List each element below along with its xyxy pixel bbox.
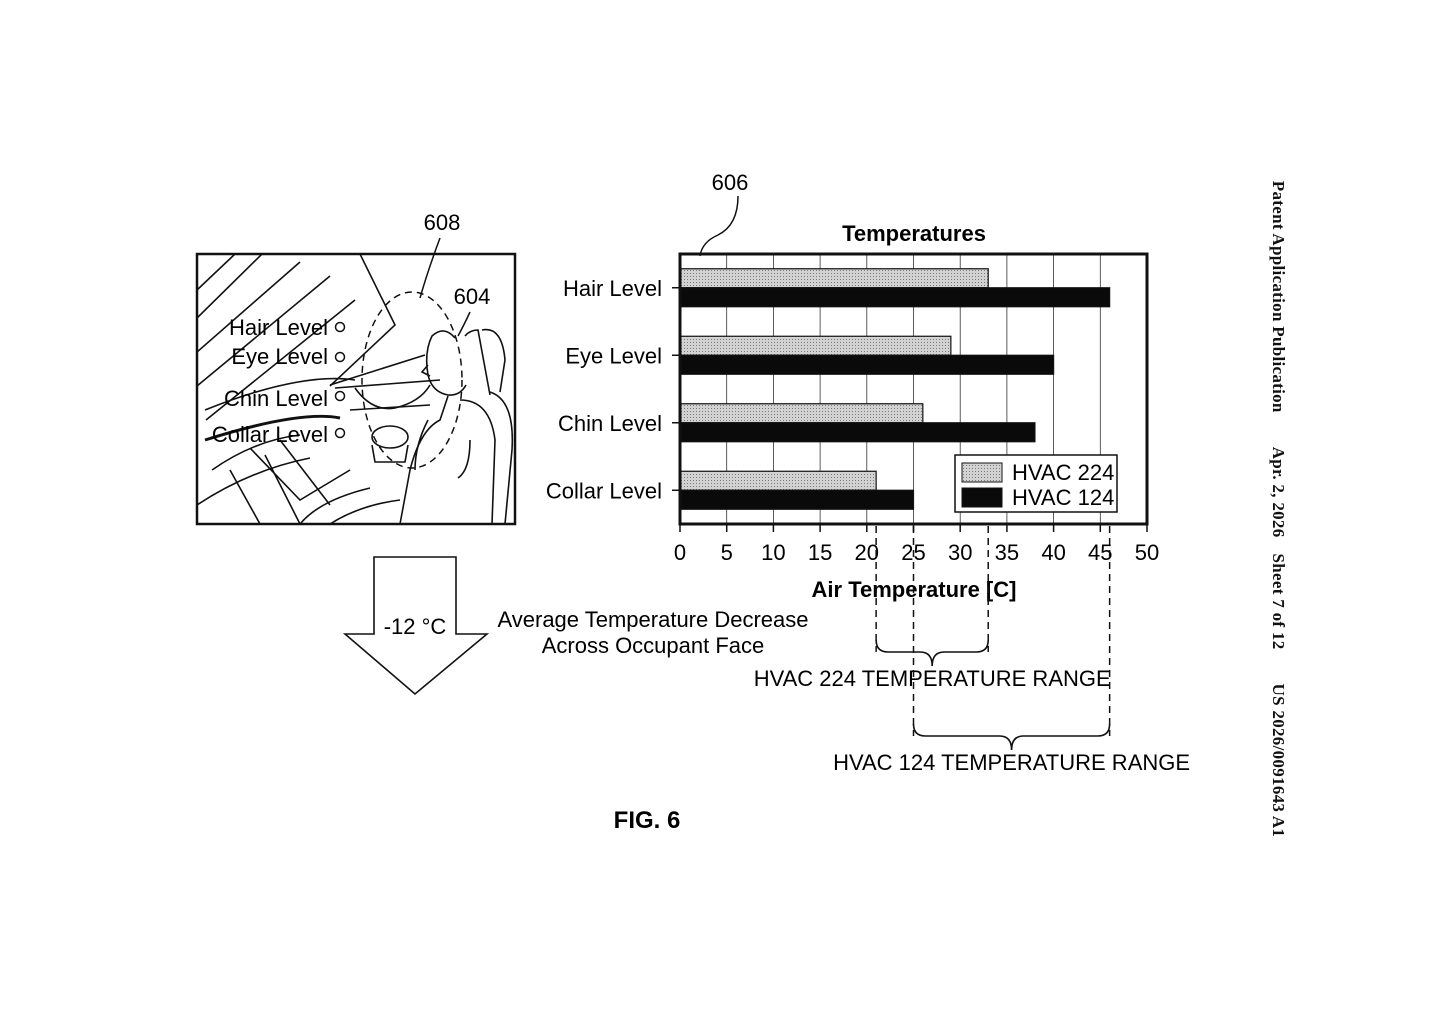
bar-hvac-124-0 <box>679 287 1111 308</box>
tick-label-15: 15 <box>808 540 832 565</box>
temperature-decrease-arrow: -12 °C Average Temperature Decrease Acro… <box>342 556 809 696</box>
legend-swatch-hvac-224 <box>961 462 1003 483</box>
legend-label-hvac-224: HVAC 224 <box>1012 460 1114 485</box>
ref-604-leader <box>457 311 471 337</box>
decrease-caption-line2: Across Occupant Face <box>542 633 765 658</box>
illus-eye-level: Eye Level <box>231 344 328 369</box>
face-region-outline <box>361 291 463 469</box>
illustration-frame <box>195 252 517 526</box>
bar-hvac-224-0 <box>679 268 989 289</box>
figure-label: FIG. 6 <box>614 807 681 834</box>
category-label-3: Collar Level <box>546 478 662 503</box>
tick-label-40: 40 <box>1041 540 1065 565</box>
hair-level-marker <box>334 321 346 333</box>
bar-hvac-224-2 <box>679 403 924 424</box>
tick-label-10: 10 <box>761 540 785 565</box>
ref-608-leader <box>419 237 441 299</box>
ref-604: 604 <box>454 284 491 309</box>
category-label-2: Chin Level <box>558 411 662 436</box>
decrease-value: -12 °C <box>384 614 447 639</box>
ref-608: 608 <box>424 210 461 235</box>
down-arrow-shape <box>342 556 490 696</box>
range-1-label: HVAC 124 TEMPERATURE RANGE <box>833 750 1190 775</box>
category-label-0: Hair Level <box>563 276 662 301</box>
range-0-label: HVAC 224 TEMPERATURE RANGE <box>754 666 1111 691</box>
tick-label-30: 30 <box>948 540 972 565</box>
chart-bars <box>679 268 1111 510</box>
ref-606-leader <box>699 195 739 257</box>
tick-label-20: 20 <box>855 540 879 565</box>
eye-level-marker <box>334 351 346 363</box>
collar-level-marker <box>334 427 346 439</box>
bar-hvac-224-1 <box>679 335 952 356</box>
illus-collar-level: Collar Level <box>212 422 328 447</box>
decrease-caption-line1: Average Temperature Decrease <box>497 607 808 632</box>
chart-legend: HVAC 224 HVAC 124 <box>954 454 1118 513</box>
bar-hvac-124-1 <box>679 354 1055 375</box>
ref-606: 606 <box>712 170 749 195</box>
range-1-brace <box>912 723 1111 751</box>
illus-hair-level: Hair Level <box>229 315 328 340</box>
chart-title: Temperatures <box>842 221 986 246</box>
bar-hvac-124-3 <box>679 489 915 510</box>
range-0-brace <box>875 639 990 667</box>
tick-label-35: 35 <box>995 540 1019 565</box>
illus-chin-level: Chin Level <box>224 386 328 411</box>
tick-label-5: 5 <box>721 540 733 565</box>
tick-label-50: 50 <box>1135 540 1159 565</box>
cabin-illustration: 608 604 Hair Level Eye Level Chin Level … <box>195 210 517 526</box>
tick-label-45: 45 <box>1088 540 1112 565</box>
bar-hvac-224-3 <box>679 470 877 491</box>
legend-swatch-hvac-124 <box>961 487 1003 508</box>
temperature-ranges: HVAC 224 TEMPERATURE RANGE HVAC 124 TEMPE… <box>754 526 1190 775</box>
legend-label-hvac-124: HVAC 124 <box>1012 485 1114 510</box>
cabin-drawing <box>197 254 514 524</box>
tick-label-0: 0 <box>674 540 686 565</box>
chin-level-marker <box>334 390 346 402</box>
category-label-1: Eye Level <box>565 343 662 368</box>
bar-hvac-124-2 <box>679 422 1036 443</box>
